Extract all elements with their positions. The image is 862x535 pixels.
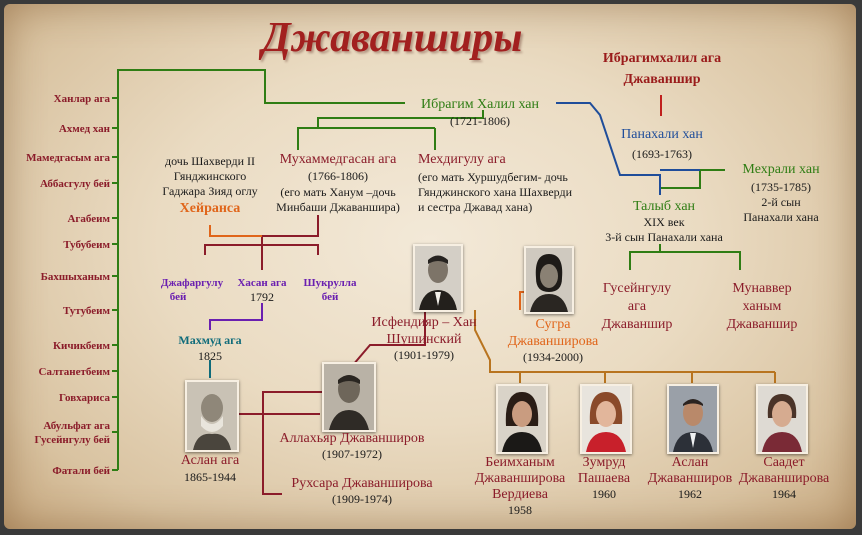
child-name: Джаванширова [474, 471, 566, 486]
sugra-years: (1934-2000) [523, 350, 583, 364]
isfendiyar-years: (1901-1979) [394, 348, 454, 362]
mekhdigulu-note: (его мать Хуршудбегим- дочь [418, 170, 568, 184]
talyb-name: Талыб хан [632, 199, 696, 214]
ibragimkhalil-name-line2: Джаваншир [623, 72, 701, 87]
isfendiyar-name: Исфендияр – Хан [371, 315, 477, 330]
guseyngulu-name: ага [627, 299, 647, 314]
mukhammedgasan-years: (1766-1806) [308, 169, 368, 183]
djafargulu-name: бей [169, 291, 187, 303]
left-name: Агабеим [67, 213, 110, 225]
photo-isfendiyar [413, 244, 463, 312]
child-name: Аслан [671, 455, 709, 470]
ibragimkhalil-name-line1: Ибрагимхалил ага [602, 51, 722, 66]
ibragim-years: (1721-1806) [450, 114, 510, 128]
kheyransa-note: Гянджинского [173, 169, 247, 183]
mekhdigulu-name: Мехдигулу ага [418, 152, 506, 167]
child-year: 1964 [772, 487, 796, 501]
guseyngulu-name: Гусейнгулу [602, 281, 672, 296]
munavver-name: Джаваншир [726, 317, 798, 332]
sugra-name: Джаванширова [507, 334, 599, 349]
left-name: Говхариса [58, 392, 110, 404]
photo-beimkhanym [496, 384, 548, 454]
allakhyar-name: Аллахьяр Джаванширов [279, 431, 425, 446]
khasan-name: Хасан ага [237, 277, 287, 289]
photo-sugra [524, 246, 574, 314]
left-name: Бахшыханым [40, 271, 110, 283]
child-name: Саадет [763, 455, 805, 470]
aslan-aga-name: Аслан ага [180, 453, 240, 468]
mekhdigulu-note: и сестра Джавад хана) [418, 200, 533, 214]
makhmud-year: 1825 [198, 349, 222, 363]
photo-saadet [756, 384, 808, 454]
mekhrali-years: (1735-1785) [751, 180, 811, 194]
mekhrali-note: Панахали хана [743, 210, 819, 224]
child-year: 1958 [508, 503, 532, 517]
makhmud-name: Махмуд ага [178, 333, 242, 347]
mukhammedgasan-note: Минбаши Джаваншира) [276, 200, 400, 214]
talyb-century: XIX век [643, 215, 685, 229]
left-name: Фатали бей [52, 465, 110, 477]
child-name: Вердиева [492, 487, 548, 502]
sugra-name: Сугра [535, 317, 571, 332]
left-name: Тубубеим [63, 239, 110, 251]
photo-aslan [667, 384, 719, 454]
kheyransa-name: Хейранса [179, 201, 241, 216]
kheyransa-note: Гаджара Зияд оглу [162, 184, 258, 198]
child-name: Беимханым [485, 455, 555, 470]
munavver-name: ханым [742, 299, 782, 314]
mukhammedgasan-note: (его мать Ханум –дочь [280, 185, 396, 199]
ibragim-name: Ибрагим Халил хан [421, 97, 539, 112]
talyb-note: 3-й сын Панахали хана [605, 230, 723, 244]
child-year: 1960 [592, 487, 616, 501]
left-name: Ахмед хан [58, 123, 110, 135]
child-name: Пашаева [577, 471, 631, 486]
mekhrali-note: 2-й сын [761, 195, 801, 209]
photo-aslan-aga [185, 380, 239, 452]
kheyransa-note: дочь Шахверди II [164, 154, 256, 168]
aslan-aga-years: 1865-1944 [184, 470, 236, 484]
left-name: Мамедгасым ага [26, 152, 110, 164]
page-title: Джаванширы [262, 15, 523, 61]
panakhali-name: Панахали хан [621, 127, 703, 142]
left-name: Абульфат ага [43, 420, 110, 432]
khasan-year: 1792 [250, 290, 274, 304]
guseyngulu-name: Джаваншир [601, 317, 673, 332]
mekhrali-name: Мехрали хан [742, 162, 820, 177]
rukhsara-years: (1909-1974) [332, 492, 392, 506]
left-name: Ханлар ага [53, 93, 110, 105]
child-name: Джаванширов [647, 471, 733, 486]
allakhyar-years: (1907-1972) [322, 447, 382, 461]
child-name: Джаванширова [738, 471, 830, 486]
shukrulla-name: Шукрулла [303, 277, 357, 289]
left-name: Тутубеим [63, 305, 110, 317]
mukhammedgasan-name: Мухаммедгасан ага [279, 152, 397, 167]
left-name: Гусейнгулу бей [34, 434, 110, 446]
rukhsara-name: Рухсара Джаванширова [291, 476, 433, 491]
left-name: Аббасгулу бей [40, 178, 110, 190]
photo-zumrud [580, 384, 632, 454]
photo-allakhyar [322, 362, 376, 432]
child-name: Зумруд [582, 455, 626, 470]
munavver-name: Мунаввер [732, 281, 792, 296]
panakhali-years: (1693-1763) [632, 147, 692, 161]
left-name: Кичикбеим [53, 340, 110, 352]
shukrulla-name: бей [321, 291, 339, 303]
isfendiyar-name: Шушинский [386, 332, 462, 347]
left-name: Салтанетбеим [38, 366, 110, 378]
mekhdigulu-note: Гянджинского хана Шахверди [418, 185, 573, 199]
child-year: 1962 [678, 487, 702, 501]
djafargulu-name: Джафаргулу [160, 277, 224, 289]
